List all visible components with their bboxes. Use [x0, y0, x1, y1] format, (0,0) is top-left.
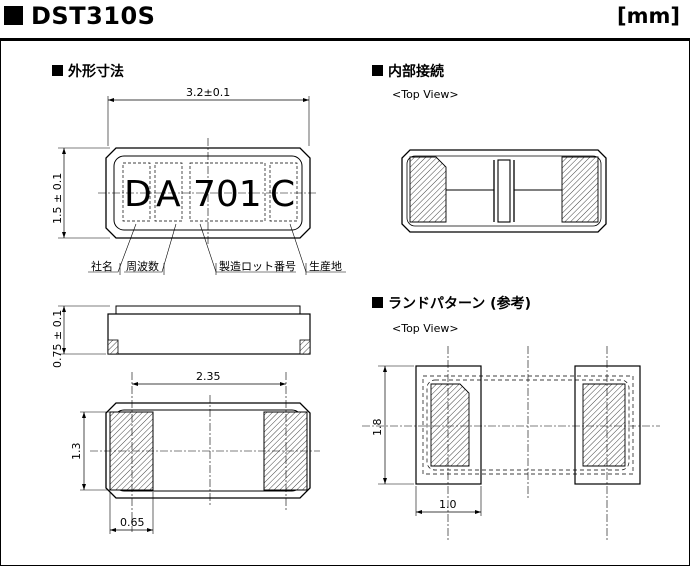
- height-dim-label: 1.5 ± 0.1: [51, 173, 64, 224]
- land-height-label: 1.8: [371, 419, 384, 437]
- marking-labels: 社名 周波数 製造ロット番号 生産地: [88, 223, 346, 275]
- marking-origin: C: [270, 174, 295, 215]
- top-view: D A 701 C: [98, 138, 318, 246]
- internal-connection-view: [401, 149, 607, 233]
- pad-pitch-label: 2.35: [196, 370, 221, 383]
- side-view: 0.75 ± 0.1: [51, 305, 311, 368]
- land-heading: ランドパターン (参考): [388, 295, 531, 312]
- label-frequency: 周波数: [126, 260, 159, 273]
- thickness-dim-label: 0.75 ± 0.1: [51, 310, 64, 368]
- land-view-label: <Top View>: [392, 322, 459, 335]
- land-pattern-view: 1.8 1.0: [362, 346, 660, 540]
- section-bullet-icon: [372, 65, 383, 76]
- width-dimension: 3.2±0.1: [107, 86, 310, 146]
- pad-width-label: 0.65: [120, 516, 145, 529]
- internal-heading: 内部接続: [388, 63, 444, 80]
- header: DST310S [mm]: [0, 0, 694, 36]
- drawing-frame: [0, 38, 690, 566]
- width-dim-label: 3.2±0.1: [186, 86, 230, 99]
- section-bullet-icon: [372, 297, 383, 308]
- pad-height-label: 1.3: [70, 443, 83, 461]
- page-title: DST310S: [4, 2, 155, 30]
- label-lot: 製造ロット番号: [219, 259, 296, 273]
- label-company: 社名: [91, 259, 113, 273]
- unit-label: [mm]: [617, 4, 680, 28]
- land-width-label: 1.0: [439, 498, 457, 511]
- bottom-view: 2.35 1.3 0.65: [70, 370, 320, 534]
- marking-company: D: [124, 174, 152, 215]
- marking-lot: 701: [193, 174, 262, 215]
- outline-heading: 外形寸法: [68, 63, 124, 80]
- square-bullet-icon: [4, 6, 23, 25]
- label-origin: 生産地: [309, 259, 342, 273]
- internal-view-label: <Top View>: [392, 88, 459, 101]
- marking-frequency: A: [156, 174, 181, 215]
- section-bullet-icon: [52, 65, 63, 76]
- height-dimension: 1.5 ± 0.1: [51, 147, 110, 239]
